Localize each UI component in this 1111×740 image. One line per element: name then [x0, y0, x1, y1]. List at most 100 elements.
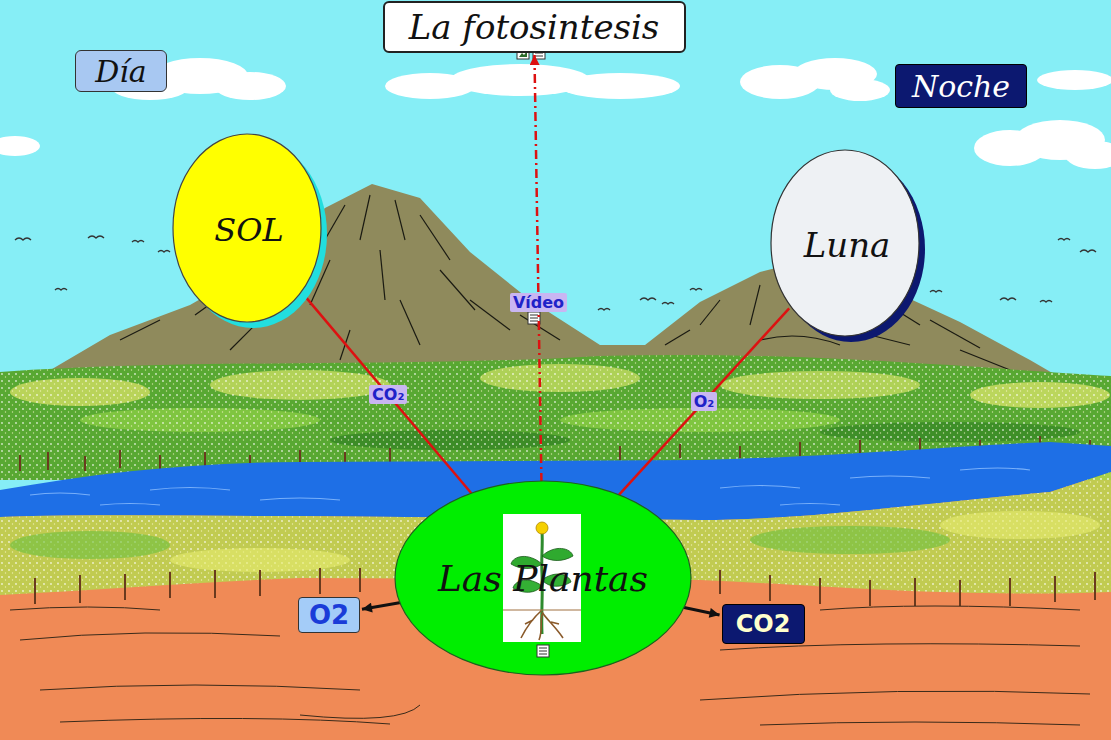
day-box: Día [75, 50, 167, 92]
ellipse-fill [173, 134, 321, 322]
clouds-part [1037, 70, 1111, 90]
text-group: La fotosintesis [409, 7, 660, 47]
text-group: Luna [804, 225, 891, 265]
document-icon [536, 644, 550, 658]
node-label: Noche [912, 69, 1010, 104]
birds-part [1058, 239, 1070, 241]
plant-drawing-part [503, 610, 581, 611]
posts-part [914, 578, 916, 606]
moon-ellipse: Luna [767, 146, 927, 344]
tree-trunks-part [47, 452, 49, 470]
mountain-strokes-part [400, 300, 420, 345]
furrows-part [300, 705, 420, 718]
posts-part [359, 568, 361, 592]
tree-trunks-part [159, 455, 161, 470]
oxygen-box: O2 [298, 597, 360, 633]
river-ripples-part [100, 504, 160, 506]
tree-trunks-part [859, 440, 861, 454]
media-icons-part [530, 315, 538, 321]
tree-trunks-part [84, 456, 86, 471]
clouds-part [1065, 141, 1111, 169]
river-ripples-part [150, 488, 230, 491]
river-ripples-part [960, 468, 1030, 470]
furrows-part [820, 606, 1080, 610]
mountain-strokes-part [380, 250, 385, 300]
furrows-part [20, 633, 280, 640]
node-label: Las Plantas [438, 558, 648, 599]
furrows-part [10, 607, 160, 610]
mountain-strokes-part [700, 300, 720, 325]
oxygen-arrow [362, 603, 401, 610]
tree-trunks-part [119, 450, 121, 468]
sun-plant-line [305, 296, 471, 493]
posts-part [1009, 578, 1011, 606]
clouds-part [0, 136, 40, 156]
birds-part [640, 298, 656, 300]
posts-part [819, 578, 821, 604]
tree-trunks-part [19, 455, 21, 471]
edge-label: O₂ [691, 392, 718, 411]
sun-ellipse: SOL [169, 130, 329, 330]
river-ripples-part [720, 486, 800, 489]
posts-part [719, 570, 721, 594]
node-label: Luna [804, 225, 891, 265]
text-group: Las Plantas [438, 558, 648, 599]
document-icon-part [539, 648, 547, 654]
clouds-part [560, 73, 680, 99]
node-label: SOL [214, 211, 283, 249]
birds-part [132, 241, 144, 243]
mountain-strokes-part [120, 320, 160, 340]
night-box: Noche [895, 64, 1027, 108]
media-icons [517, 47, 545, 324]
mountain-strokes-part [440, 270, 475, 310]
birds-part [598, 309, 610, 311]
posts-part [769, 575, 771, 601]
birds-part [88, 236, 104, 238]
posts-part [1094, 572, 1096, 600]
node-label: CO2 [736, 610, 791, 638]
tree-trunks-part [679, 444, 681, 458]
plant-drawing-part [536, 522, 548, 534]
furrows-part [700, 691, 1090, 700]
document-icon-part [537, 645, 549, 657]
carbon-dioxide-box: CO2 [722, 604, 805, 644]
furrows-part [60, 718, 390, 724]
birds-part [690, 289, 702, 291]
posts-part [259, 570, 261, 596]
lower-vegetation-patches-part [940, 511, 1100, 539]
birds-part [1000, 298, 1016, 300]
text-group: Noche [912, 69, 1010, 104]
posts-part [959, 580, 961, 606]
node-label: O2 [309, 600, 349, 630]
video-link-arrow [534, 55, 541, 482]
mountain-strokes-part [930, 320, 980, 348]
furrows-part [720, 644, 1080, 650]
text-group: O2 [309, 600, 349, 630]
mountain-strokes-part [470, 300, 510, 330]
ellipse-fill [771, 150, 919, 336]
birds-part [930, 291, 942, 293]
ellipse-fill [395, 481, 691, 675]
clouds-part [214, 72, 286, 100]
birds-part [55, 289, 67, 291]
lower-vegetation-patches-part [750, 526, 950, 554]
river-ripples-part [30, 493, 90, 495]
furrows-part [760, 722, 1080, 725]
moon-plant-line [619, 308, 789, 494]
lower-vegetation-patches-part [10, 531, 170, 559]
tree-trunks-part [799, 442, 801, 456]
clouds-part [830, 79, 890, 101]
furrows-part [40, 685, 360, 690]
posts-part [169, 572, 171, 598]
posts-part [124, 574, 126, 600]
mountain-strokes-part [360, 195, 370, 240]
plant-drawing-part [521, 610, 563, 640]
birds-part [662, 303, 674, 305]
text-group: SOL [214, 211, 283, 249]
mountain-strokes-part [750, 285, 760, 325]
title-box: La fotosintesis [383, 1, 686, 53]
river-ripples-part [780, 504, 840, 506]
text-group: CO2 [736, 610, 791, 638]
